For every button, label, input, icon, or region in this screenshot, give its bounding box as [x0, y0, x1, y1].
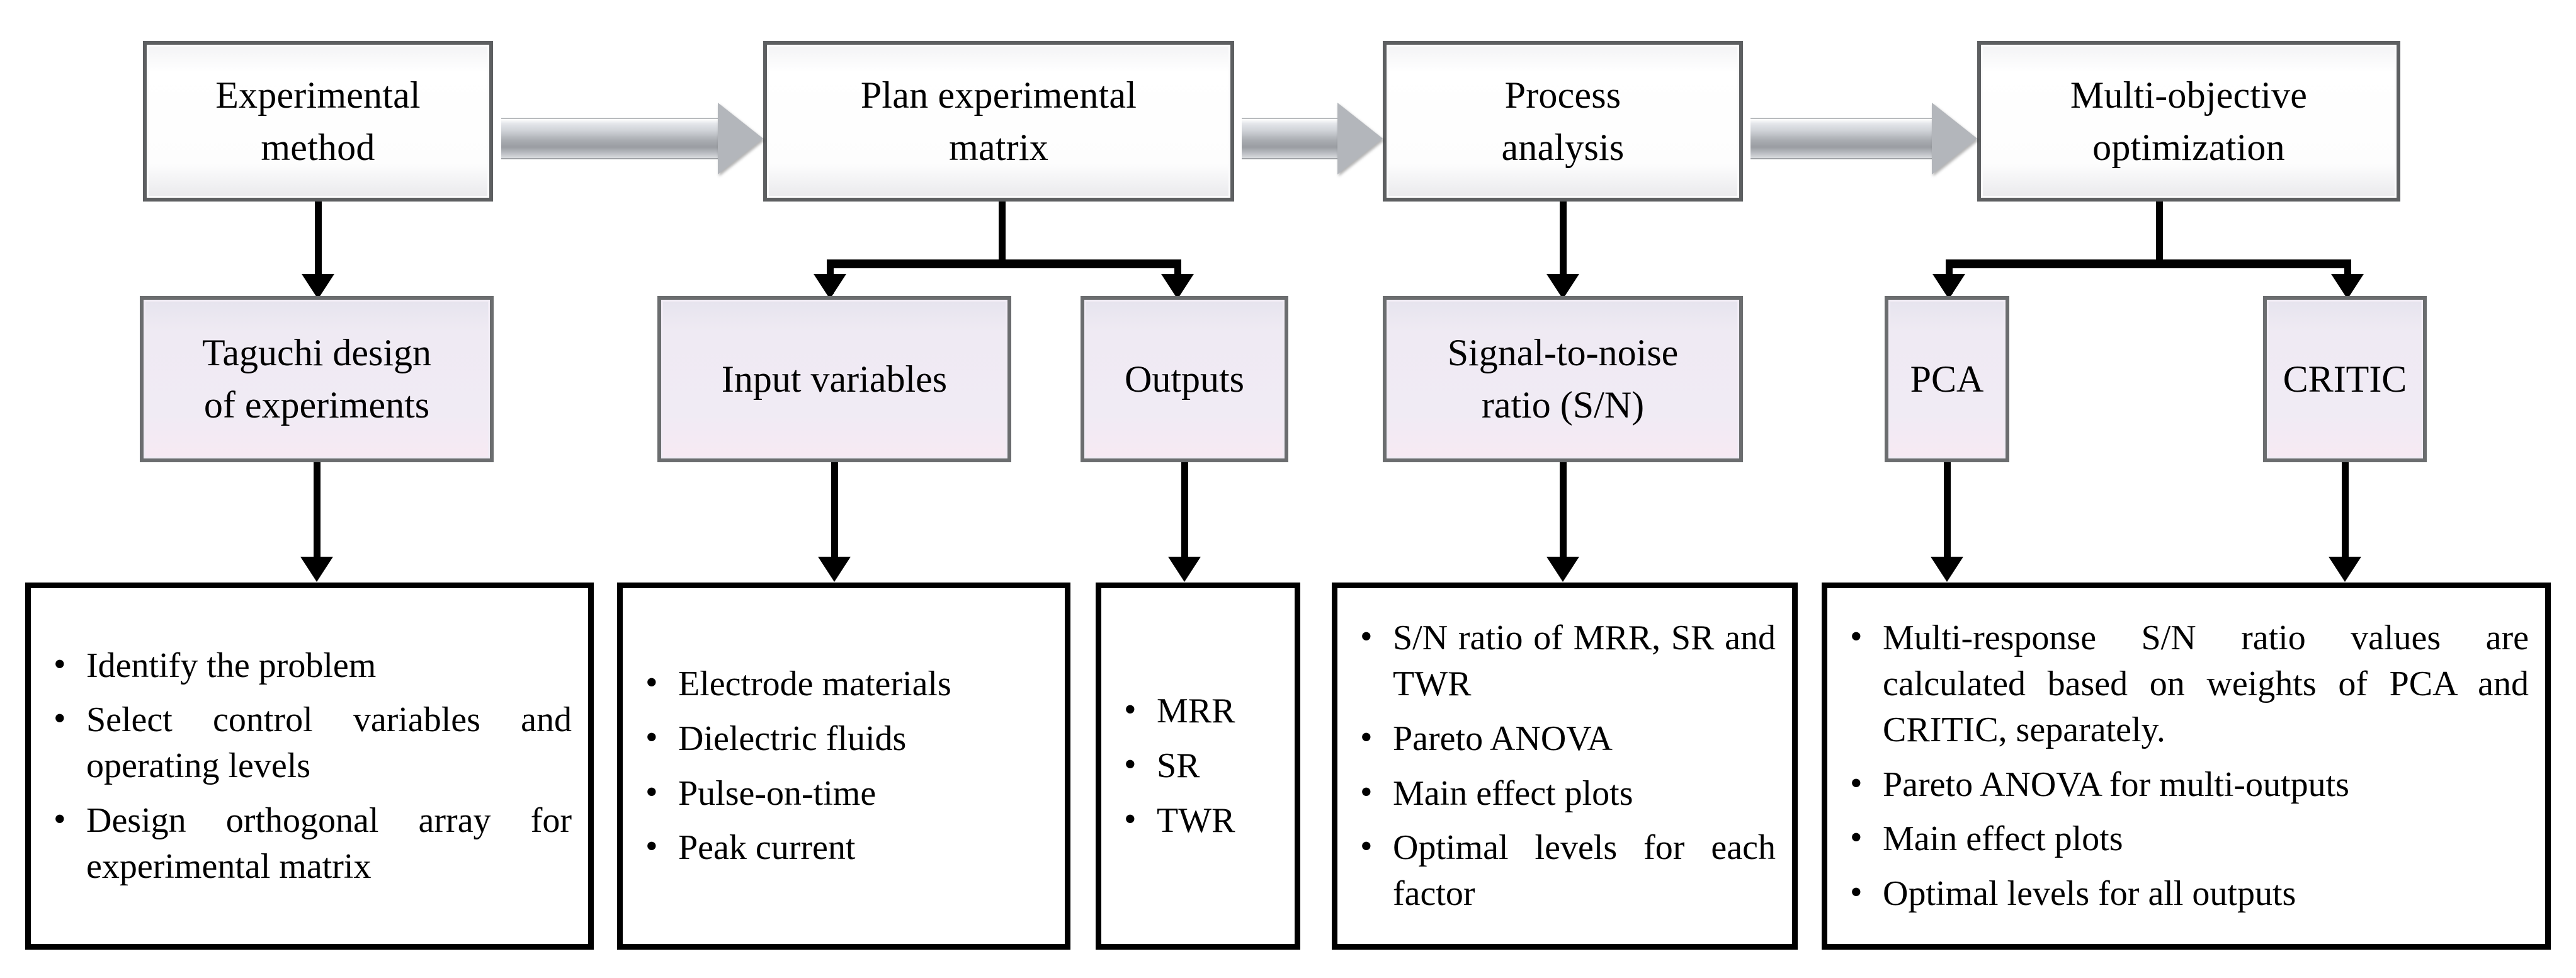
sub-box-input-variables[interactable]: Input variables [657, 296, 1011, 462]
block-arrow-method-to-plan [501, 103, 763, 174]
arrowhead-process-to-sn [1546, 274, 1579, 299]
list-item: MRR [1120, 687, 1278, 734]
sub-box-signal-to-noise[interactable]: Signal-to-noise ratio (S/N) [1383, 296, 1743, 462]
sub-box-taguchi-design[interactable]: Taguchi design of experiments [140, 296, 494, 462]
sub-label-signal-to-noise: Signal-to-noise ratio (S/N) [1447, 332, 1679, 426]
connector-plan-stem [999, 202, 1006, 264]
connector-input-to-list [831, 462, 838, 576]
block-arrow-head [718, 103, 763, 174]
sub-label-taguchi-design: Taguchi design of experiments [201, 332, 432, 426]
detail-list-outputs: MRR SR TWR [1101, 687, 1295, 844]
list-item: Pareto ANOVA [1356, 715, 1776, 762]
sub-label-input-variables: Input variables [721, 358, 948, 400]
sub-label-pca: PCA [1910, 358, 1984, 400]
list-item: Identify the problem [50, 642, 572, 689]
stage-box-experimental-method[interactable]: Experimental method [143, 41, 493, 202]
arrowhead-taguchi-to-steps [300, 557, 333, 582]
block-arrow-shaft [501, 118, 718, 159]
block-arrow-shaft [1242, 118, 1337, 159]
detail-box-taguchi-steps[interactable]: Identify the problem Select control vari… [25, 583, 594, 950]
detail-list-process-analysis: S/N ratio of MRR, SR and TWR Pareto ANOV… [1337, 614, 1792, 917]
list-item: Electrode materials [642, 660, 1048, 707]
stage-box-process-analysis[interactable]: Process analysis [1383, 41, 1743, 202]
connector-sn-to-list [1560, 462, 1567, 576]
block-arrow-head [1337, 103, 1383, 174]
list-item: TWR [1120, 797, 1278, 844]
sub-label-critic: CRITIC [2283, 358, 2407, 400]
list-item: S/N ratio of MRR, SR and TWR [1356, 614, 1776, 707]
list-item: Optimal levels for all outputs [1846, 870, 2529, 917]
arrowhead-plan-to-outputs [1161, 274, 1194, 299]
arrowhead-plan-to-input [814, 274, 846, 299]
connector-outputs-to-list [1181, 462, 1188, 576]
connector-pca-to-list [1944, 462, 1951, 576]
detail-list-taguchi-steps: Identify the problem Select control vari… [31, 642, 588, 890]
detail-box-input-variable-list[interactable]: Electrode materials Dielectric fluids Pu… [617, 583, 1070, 950]
block-arrow-head [1932, 103, 1977, 174]
block-arrow-process-to-multi [1750, 103, 1977, 174]
connector-process-to-sn [1560, 202, 1567, 278]
arrowhead-multi-to-critic [2331, 274, 2364, 299]
arrowhead-outputs-to-list [1168, 557, 1201, 582]
arrowhead-pca-to-list [1931, 557, 1963, 582]
list-item: Optimal levels for each factor [1356, 824, 1776, 917]
detail-list-multi-objective: Multi-response S/N ratio values are calc… [1827, 614, 2545, 917]
list-item: Pulse-on-time [642, 770, 1048, 817]
arrowhead-sn-to-list [1546, 557, 1579, 582]
sub-label-outputs: Outputs [1124, 358, 1245, 400]
arrowhead-multi-to-pca [1932, 274, 1965, 299]
block-arrow-shaft [1750, 118, 1932, 159]
connector-critic-to-list [2342, 462, 2349, 576]
list-item: Peak current [642, 824, 1048, 871]
arrowhead-method-to-taguchi [302, 274, 334, 299]
stage-label-plan-experimental-matrix: Plan experimental matrix [860, 74, 1137, 168]
list-item: Design orthogonal array for experimental… [50, 797, 572, 890]
detail-box-multi-objective-list[interactable]: Multi-response S/N ratio values are calc… [1822, 583, 2551, 950]
connector-multi-bar [1946, 259, 2351, 268]
stage-box-plan-experimental-matrix[interactable]: Plan experimental matrix [763, 41, 1234, 202]
sub-box-outputs[interactable]: Outputs [1081, 296, 1288, 462]
connector-plan-bar [827, 259, 1181, 268]
stage-box-multi-objective-optimization[interactable]: Multi-objective optimization [1977, 41, 2400, 202]
detail-box-process-analysis-list[interactable]: S/N ratio of MRR, SR and TWR Pareto ANOV… [1332, 583, 1798, 950]
stage-label-experimental-method: Experimental method [215, 74, 421, 168]
sub-box-pca[interactable]: PCA [1885, 296, 2009, 462]
list-item: Dielectric fluids [642, 715, 1048, 762]
list-item: Main effect plots [1846, 815, 2529, 862]
stage-label-process-analysis: Process analysis [1501, 74, 1625, 168]
connector-multi-stem [2156, 202, 2163, 264]
block-arrow-plan-to-process [1242, 103, 1383, 174]
detail-box-output-list[interactable]: MRR SR TWR [1096, 583, 1300, 950]
list-item: SR [1120, 742, 1278, 789]
detail-list-input-variables: Electrode materials Dielectric fluids Pu… [623, 660, 1065, 871]
connector-taguchi-to-steps [314, 462, 321, 576]
sub-box-critic[interactable]: CRITIC [2263, 296, 2427, 462]
list-item: Main effect plots [1356, 770, 1776, 817]
arrowhead-critic-to-list [2329, 557, 2361, 582]
list-item: Pareto ANOVA for multi-outputs [1846, 761, 2529, 808]
arrowhead-input-to-list [818, 557, 851, 582]
stage-label-multi-objective-optimization: Multi-objective optimization [2070, 74, 2308, 168]
connector-method-to-taguchi [315, 202, 322, 278]
list-item: Select control variables and operating l… [50, 696, 572, 789]
list-item: Multi-response S/N ratio values are calc… [1846, 614, 2529, 753]
